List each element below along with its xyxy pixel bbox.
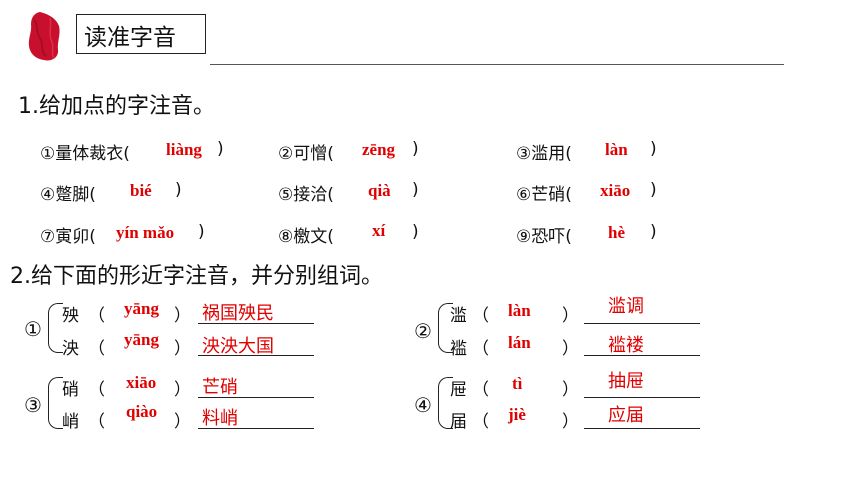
item-close-paren: ) [198,222,205,242]
group-pinyin: xiāo [126,373,157,392]
answer-line [198,397,314,398]
item-close-paren: ) [412,139,419,159]
title-box [76,14,206,54]
item-pinyin: zēng [362,140,396,159]
group-pinyin: tì [512,374,523,393]
answer-line [584,428,700,429]
group-char: 滥 [450,306,467,326]
paren-open: （ [472,306,489,326]
item-label: ②可憎( [278,144,334,164]
page-title: 读准字音 [84,25,176,51]
group-number: ① [24,317,42,341]
group-char: 峭 [62,412,79,432]
group-pinyin: jiè [508,405,526,424]
paren-close: ） [562,339,579,359]
group-number: ③ [24,393,42,417]
group-word: 祸国殃民 [202,303,274,324]
item-close-paren: ) [412,180,419,200]
item-pinyin: xiāo [600,181,631,200]
item-close-paren: ) [175,180,182,200]
group-word: 抽屉 [608,371,644,392]
group-char: 泱 [62,339,79,359]
answer-line [198,323,314,324]
group-word: 褴褛 [608,335,644,356]
paren-close: ） [562,380,579,400]
item-label: ⑥芒硝( [516,185,572,205]
paren-open: （ [88,380,105,400]
item-label: ①量体裁衣( [40,144,130,164]
group-word: 应届 [608,405,644,426]
group-pinyin: làn [508,301,531,320]
item-label: ③滥用( [516,144,572,164]
group-char: 屉 [450,380,467,400]
group-word: 滥调 [608,296,644,317]
paren-close: ） [174,412,191,432]
item-label: ⑧檄文( [278,227,334,247]
group-brace [438,377,453,429]
item-close-paren: ) [217,139,224,159]
paren-close: ） [562,306,579,326]
red-brush-stroke-icon [28,12,60,61]
answer-line [198,355,314,356]
group-pinyin: lán [508,333,531,352]
item-close-paren: ) [412,222,419,242]
paren-close: ） [562,412,579,432]
item-label: ⑤接洽( [278,185,334,205]
paren-close: ） [174,306,191,326]
title-underline [210,64,784,65]
item-close-paren: ) [650,139,657,159]
group-char: 褴 [450,339,467,359]
group-pinyin: qiào [126,402,158,421]
section1-heading: 1.给加点的字注音。 [18,94,215,119]
item-close-paren: ) [650,180,657,200]
item-label: ⑨恐吓( [516,227,572,247]
group-pinyin: yāng [124,330,159,349]
group-char: 硝 [62,380,79,400]
paren-open: （ [88,306,105,326]
group-number: ④ [414,393,432,417]
item-pinyin: hè [608,223,625,242]
item-pinyin: qià [368,181,391,200]
answer-line [584,397,700,398]
item-label: ④蹩脚( [40,185,96,205]
item-close-paren: ) [650,222,657,242]
section2-heading: 2.给下面的形近字注音，并分别组词。 [10,264,383,289]
paren-open: （ [472,339,489,359]
group-number: ② [414,319,432,343]
paren-close: ） [174,339,191,359]
item-pinyin: xí [372,221,386,240]
group-char: 届 [450,412,467,432]
group-word: 泱泱大国 [202,336,274,357]
paren-open: （ [88,412,105,432]
paren-open: （ [88,339,105,359]
group-brace [48,377,63,429]
paren-open: （ [472,412,489,432]
answer-line [198,428,314,429]
group-pinyin: yāng [124,299,159,318]
item-label: ⑦寅卯( [40,227,96,247]
group-word: 芒硝 [202,377,238,398]
item-pinyin: yín mǎo [116,223,175,242]
item-pinyin: làn [605,140,628,159]
answer-line [584,323,700,324]
group-brace [438,303,453,353]
item-pinyin: bié [130,181,152,200]
group-word: 料峭 [202,408,238,429]
answer-line [584,355,700,356]
group-char: 殃 [62,306,79,326]
group-brace [48,303,63,353]
paren-close: ） [174,380,191,400]
item-pinyin: liàng [166,140,202,159]
paren-open: （ [472,380,489,400]
